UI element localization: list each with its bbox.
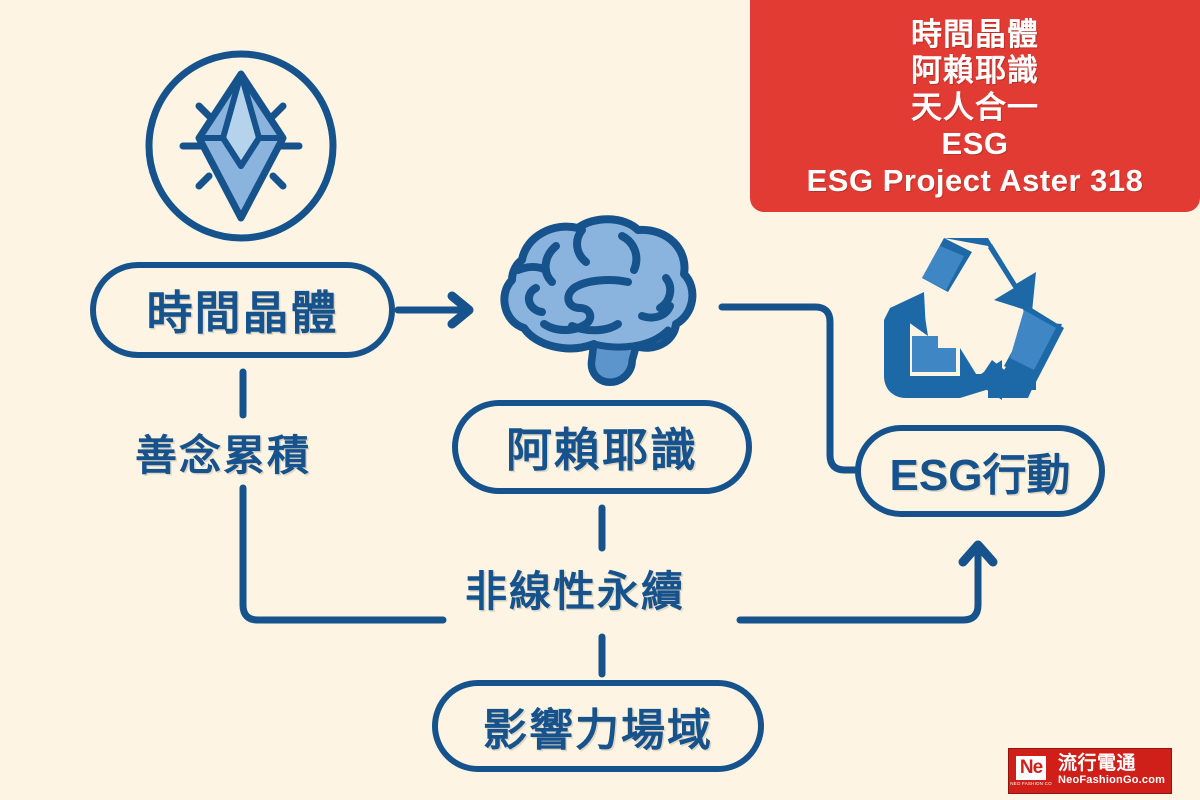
brain-icon [482, 212, 710, 392]
banner-line-4: ESG [941, 126, 1009, 162]
watermark-text: 流行電通 NeoFashionGo.com [1053, 749, 1171, 793]
banner-line-5: ESG Project Aster 318 [806, 162, 1144, 198]
node-alaya-consciousness[interactable]: 阿賴耶識 [452, 400, 752, 494]
node-alaya-label: 阿賴耶識 [506, 424, 698, 476]
banner-line-1: 時間晶體 [911, 16, 1039, 52]
watermark-badge-glyph: Ne [1016, 756, 1046, 780]
node-time-crystal-label: 時間晶體 [146, 287, 339, 339]
node-esg-action[interactable]: ESG行動 [855, 425, 1105, 517]
time-crystal-gem-icon [143, 48, 339, 244]
banner-line-2: 阿賴耶識 [911, 53, 1039, 89]
arrowhead-crystal-to-brain [447, 291, 474, 329]
title-banner: 時間晶體 阿賴耶識 天人合一 ESG ESG Project Aster 318 [750, 0, 1200, 212]
watermark-brand-en: NeoFashionGo.com [1058, 774, 1166, 787]
node-time-crystal[interactable]: 時間晶體 [90, 262, 395, 358]
edge-label-good-thoughts: 善念累積 [135, 432, 312, 479]
banner-line-3: 天人合一 [911, 89, 1039, 125]
watermark-brand-cn: 流行電通 [1058, 753, 1137, 775]
arrowhead-bottom-to-esg [958, 540, 998, 567]
wire-good-thoughts-down-right [239, 484, 447, 624]
node-influence-field[interactable]: 影響力場域 [432, 680, 764, 772]
wire-brain-to-esg [718, 303, 861, 474]
node-esg-action-label: ESG行動 [889, 451, 1071, 500]
wire-bottom-to-esg [736, 544, 982, 624]
watermark-logo[interactable]: Ne NEO FASHION CO 流行電通 NeoFashionGo.com [1008, 748, 1173, 794]
recycle-icon [876, 226, 1072, 404]
watermark-badge-subtext: NEO FASHION CO [1010, 781, 1052, 786]
node-influence-label: 影響力場域 [483, 706, 713, 755]
watermark-badge-icon: Ne NEO FASHION CO [1009, 749, 1053, 793]
edge-label-nonlinear-sustainability: 非線性永續 [465, 568, 686, 615]
